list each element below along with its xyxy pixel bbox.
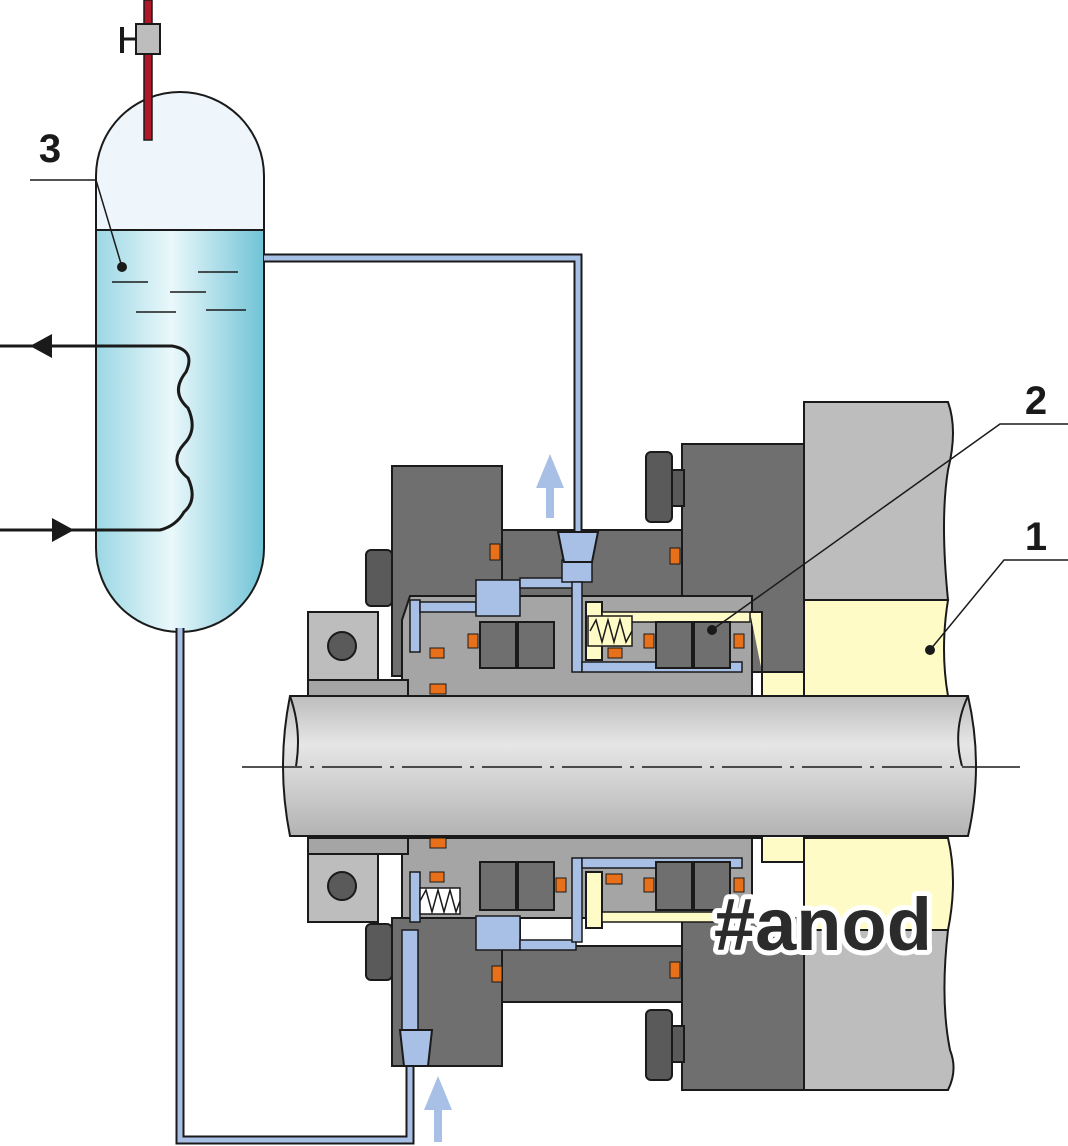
watermark-text: #anod [714,883,932,966]
flow-arrow-up-icon [424,454,564,1142]
leader-lines [30,179,1068,651]
o-rings [429,543,745,983]
pipe-fitting [398,531,600,1067]
label-seal-unit: 2 [1025,379,1047,423]
label-reservoir: 3 [39,127,61,171]
label-shaft-seal: 1 [1025,515,1047,559]
valve-icon [120,0,161,141]
reservoir-vessel [0,91,265,633]
bolt-icon [365,451,685,1081]
spring-icon [419,615,633,915]
flow-arrow-right-icon [52,518,74,542]
set-screw [327,631,357,901]
flow-arrow-left-icon [30,334,52,358]
seal-faces [479,621,731,911]
pipe-inlet [175,628,415,1145]
pipe-outlet [264,253,583,534]
shaft [242,695,1020,837]
leader-dots [707,625,935,655]
